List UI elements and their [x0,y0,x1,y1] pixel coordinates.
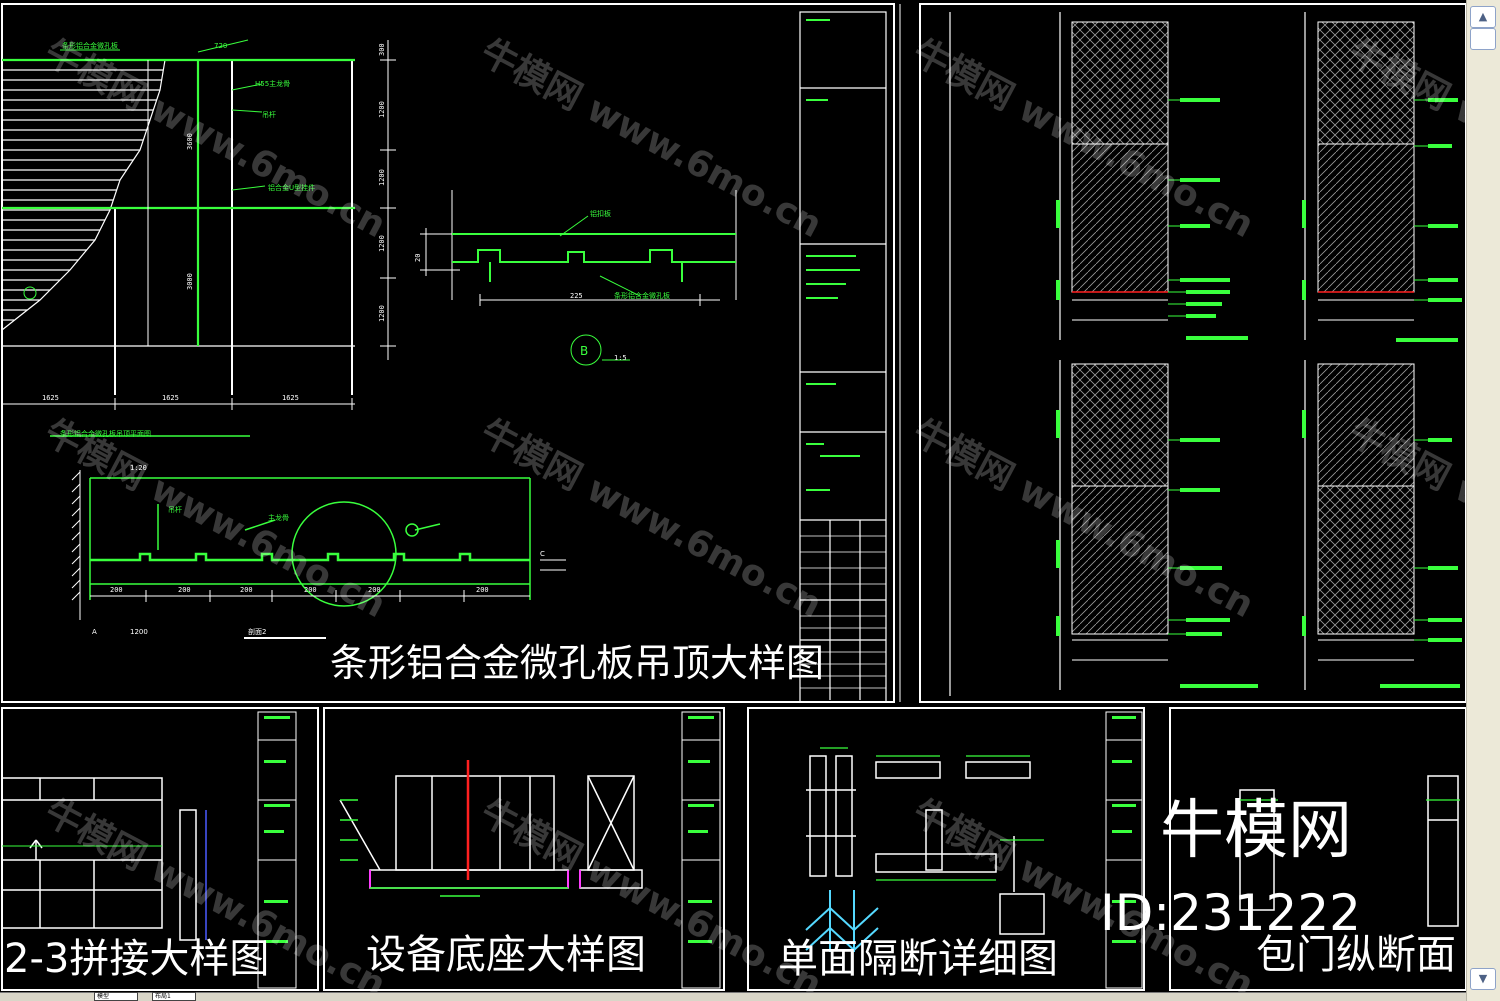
brand-id-text: ID:231222 [1100,884,1361,942]
panel-door [1236,775,1460,927]
panel-hatch-1 [1071,21,1169,145]
watermark: 牛模网 www.6mo.cn [474,32,828,246]
svg-text:铝扣板: 铝扣板 [590,209,611,218]
cad-canvas[interactable]: 条形铝合金微孔板 H55主龙骨 吊杆 铝合金U型挂件 720 300 1200 … [0,0,1466,992]
main-drawing-title: 条形铝合金微孔板吊顶大样图 [330,641,824,685]
svg-text:720: 720 [214,42,227,50]
watermark: 牛模网 www.6mo.cn [474,412,828,626]
dim-profile-pitch: 225 [570,292,583,300]
panel-hatch-6 [1071,485,1169,635]
svg-text:条形铝合金微孔板: 条形铝合金微孔板 [614,291,670,300]
dim-h-2: 1625 [282,394,299,402]
dim-h-1: 1625 [162,394,179,402]
dim-span-total: 1200 [130,628,148,636]
panel-titles: 2-3拼接大样图 设备底座大样图 单面隔断详细图 包门纵断面 [4,932,1456,982]
panel-title-splice: 2-3拼接大样图 [4,936,269,982]
dim-bottom-4: 200 [368,586,381,594]
profile-section: B 铝扣板 条形铝合金微孔板 20 225 1:5 [414,190,737,366]
dim-v-1: 1200 [378,101,386,118]
watermark: 牛模网 www.6mo.cn [38,412,392,626]
panel-hatch-3 [1317,21,1415,145]
title-block [799,11,887,703]
brand-logo-text: 牛模网 [1160,794,1352,868]
dim-bottom-3: 200 [304,586,317,594]
svg-text:剖面2: 剖面2 [248,627,266,636]
svg-text:条形铝合金微孔板吊顶平面图: 条形铝合金微孔板吊顶平面图 [60,429,151,438]
panel-title-equipment-base: 设备底座大样图 [366,932,646,978]
panel-equipment-base [339,711,721,989]
section-detail: 吊杆 主龙骨 条形铝合金微孔板吊顶平面图 剖面2 A 1200 C 200 20… [50,429,566,639]
ceiling-plan: 条形铝合金微孔板 H55主龙骨 吊杆 铝合金U型挂件 720 300 1200 … [1,39,396,410]
svg-text:条形铝合金微孔板: 条形铝合金微孔板 [62,41,118,50]
scale-top: 1:20 [130,464,147,472]
panel-partition [805,711,1143,989]
elevation-columns [949,12,1462,696]
panel-splice [1,711,297,989]
scale-section: 1:5 [614,354,627,362]
panel-hatch-4 [1317,143,1415,293]
dim-v-4: 1200 [378,305,386,322]
svg-text:吊杆: 吊杆 [262,110,276,119]
svg-text:铝合金U型挂件: 铝合金U型挂件 [268,183,315,192]
panel-title-partition: 单面隔断详细图 [778,936,1058,982]
panel-hatch-8 [1317,485,1415,635]
scroll-thumb[interactable] [1470,28,1496,50]
svg-text:C: C [540,550,545,558]
tab-model[interactable]: 模型 [94,992,138,1001]
dim-bottom-0: 200 [110,586,123,594]
panel-hatch-7 [1317,363,1415,487]
vertical-scrollbar[interactable]: ▲ ▼ [1466,0,1500,1001]
panel-hatch-5 [1071,363,1169,487]
svg-text:主龙骨: 主龙骨 [268,513,289,522]
svg-text:吊杆: 吊杆 [168,505,182,514]
svg-text:H55主龙骨: H55主龙骨 [255,79,290,88]
scroll-down-icon[interactable]: ▼ [1470,968,1496,990]
tab-layout1[interactable]: 布局1 [152,992,196,1001]
dim-v-3: 1200 [378,235,386,252]
watermark: 牛模网 www.6mo.cn [38,32,392,246]
dim-bottom-2: 200 [240,586,253,594]
cad-drawing: 条形铝合金微孔板 H55主龙骨 吊杆 铝合金U型挂件 720 300 1200 … [1,3,1466,992]
dim-profile-height: 20 [414,254,422,262]
section-marker: B [580,344,588,358]
layout-tab-strip: 模型 布局1 [0,992,1466,1001]
dim-bottom-5: 200 [476,586,489,594]
dim-h-0: 1625 [42,394,59,402]
dim-plan-span-0: 3600 [186,133,194,150]
svg-text:A: A [92,628,97,636]
dim-v-2: 1200 [378,169,386,186]
dim-v-0: 300 [378,43,386,56]
sheet-frames [1,3,1466,991]
dim-plan-span-1: 3000 [186,273,194,290]
panel-title-door: 包门纵断面 [1256,932,1456,978]
dim-bottom-1: 200 [178,586,191,594]
scroll-up-icon[interactable]: ▲ [1470,6,1496,28]
